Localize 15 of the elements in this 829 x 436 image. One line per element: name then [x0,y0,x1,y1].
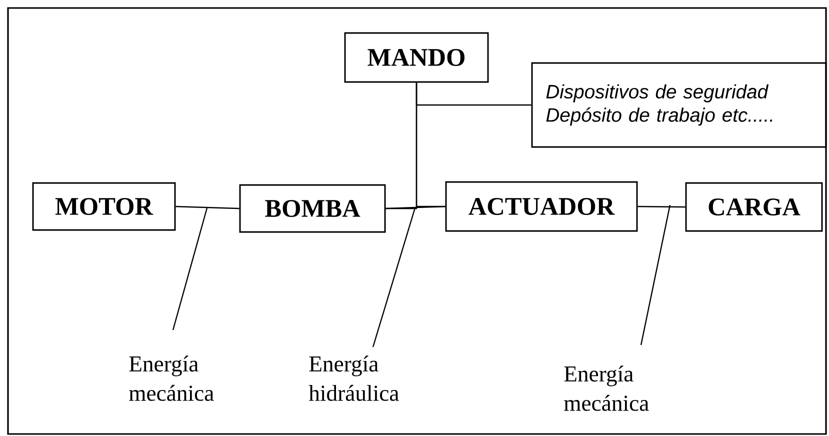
process-box: MOTOR [32,182,176,231]
process-box: ACTUADOR [445,181,638,232]
leader-line [172,208,208,330]
connector-line [416,82,532,106]
process-box: BOMBA [239,184,386,233]
energy-label: Energía hidráulica [308,356,399,401]
connector-line [176,206,240,210]
connector-line [638,206,686,208]
energy-label: Energía mecánica [129,356,214,401]
energy-label: Energía mecánica [564,366,649,411]
leader-line [640,204,671,346]
process-box: CARGA [685,182,823,232]
note-box: Dispositivos de seguridad Depósito de trabajo etc..... [531,62,827,148]
process-box: MANDO [344,32,489,83]
leader-line [372,208,416,348]
